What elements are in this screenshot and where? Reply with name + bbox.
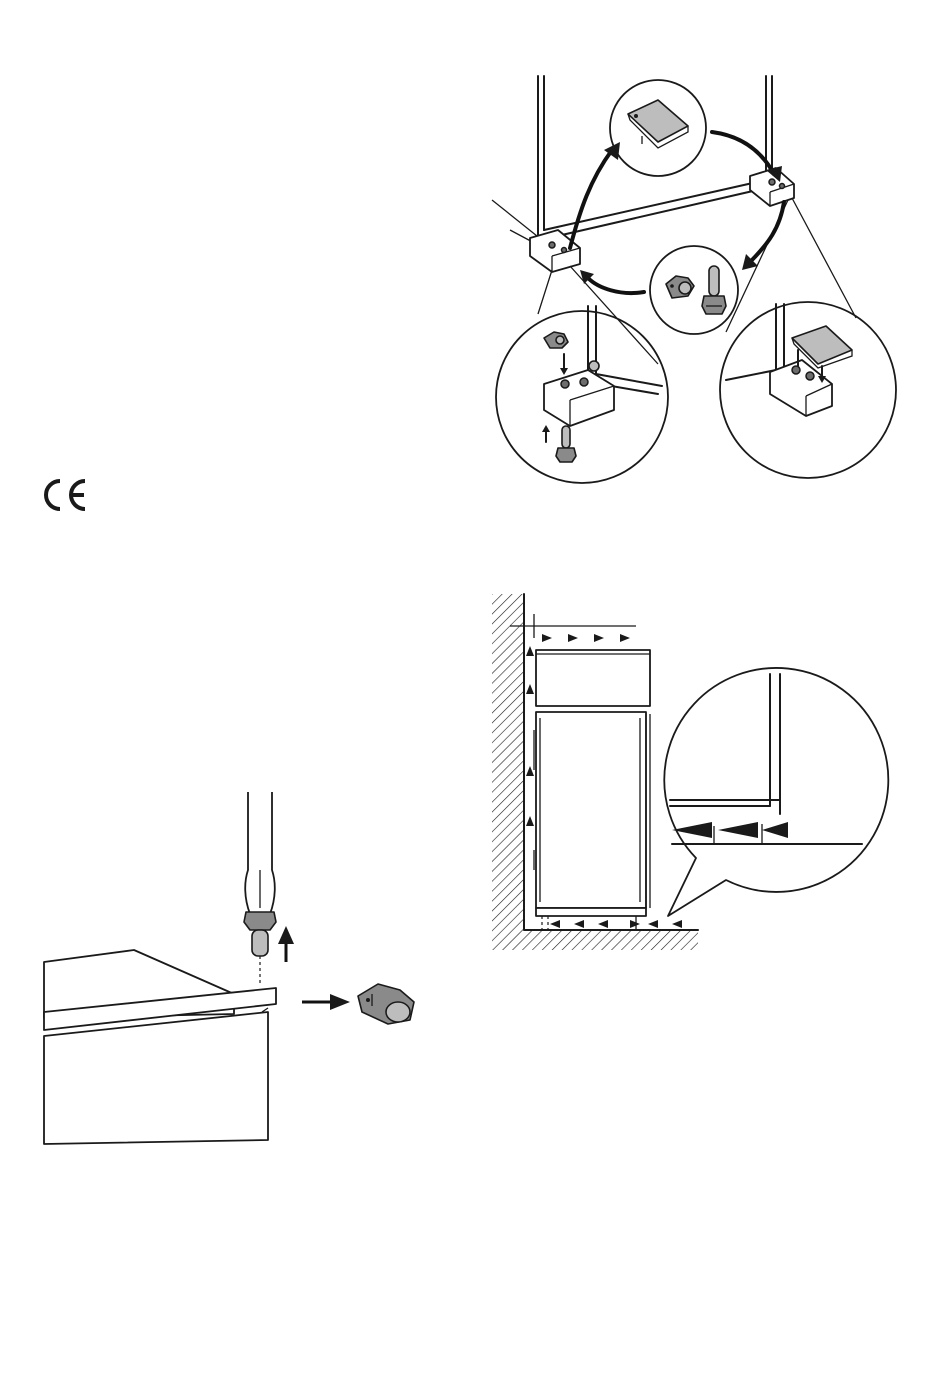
door-stop-icon [358,984,414,1024]
hinge-swap-diagram [480,70,900,490]
arrow-to-stop-circle [750,202,784,262]
door-stop-removal-diagram [40,790,430,1150]
door-top [44,950,276,1144]
hinge-plate-circle [610,80,706,176]
left-detail-circle [496,306,668,483]
ce-logo-icon [40,478,90,512]
arrow-to-left-block [588,278,644,293]
right-detail-circle [720,302,896,478]
screwdriver-icon [244,792,276,986]
zoom-detail [664,668,888,916]
lift-arrow-icon [278,926,294,962]
ce-mark [40,478,90,512]
move-arrow-icon [302,994,350,1010]
stop-and-pin-circle [650,246,738,334]
arrow-plate-up [570,150,612,248]
ventilation-diagram [486,590,896,960]
arrow-plate-down [712,132,774,174]
